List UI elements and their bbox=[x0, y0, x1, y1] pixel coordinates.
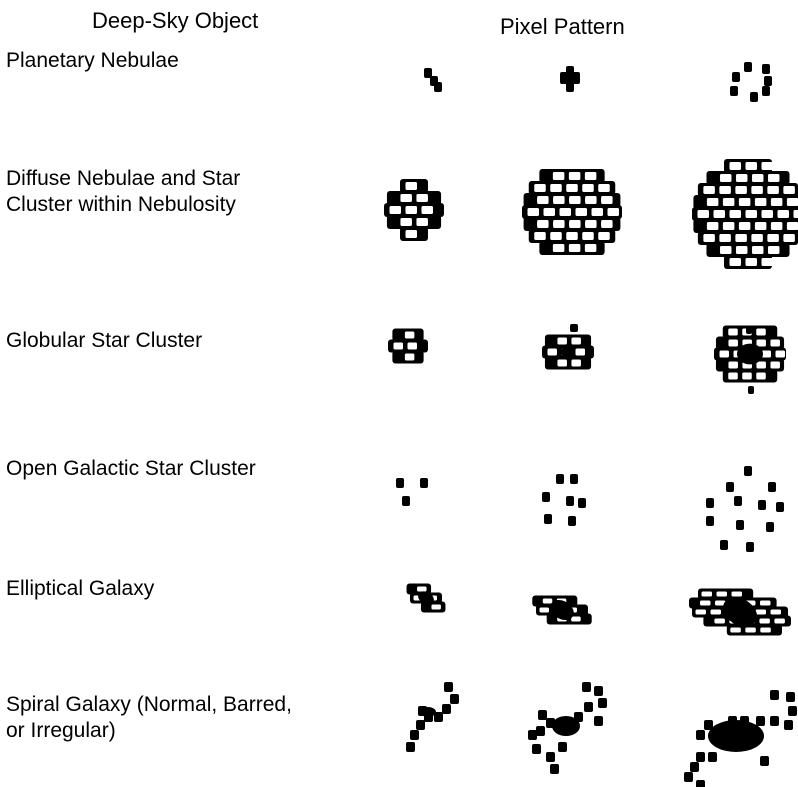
globular-cluster-pattern-small bbox=[388, 329, 428, 364]
open-cluster-pattern-medium bbox=[542, 474, 586, 526]
open-cluster-pattern-large bbox=[706, 466, 784, 552]
diffuse-nebulae-pattern-small bbox=[384, 179, 444, 241]
open-cluster-pattern-small bbox=[396, 478, 428, 506]
elliptical-galaxy-pattern-small bbox=[407, 584, 446, 613]
elliptical-galaxy-pattern-large bbox=[689, 589, 791, 636]
diffuse-nebulae-pattern-large bbox=[692, 159, 798, 269]
diffuse-nebulae-pattern-medium bbox=[522, 169, 622, 255]
planetary-nebulae-pattern-large bbox=[730, 62, 772, 102]
globular-cluster-pattern-large bbox=[714, 326, 786, 383]
planetary-nebulae-pattern-small bbox=[424, 68, 442, 92]
spiral-galaxy-pattern-large bbox=[684, 690, 797, 787]
spiral-galaxy-pattern-medium bbox=[528, 682, 607, 774]
spiral-galaxy-pattern-small bbox=[406, 682, 459, 752]
globular-cluster-pattern-medium bbox=[542, 335, 594, 370]
elliptical-galaxy-pattern-medium bbox=[532, 596, 591, 625]
planetary-nebulae-pattern-medium bbox=[560, 66, 580, 92]
